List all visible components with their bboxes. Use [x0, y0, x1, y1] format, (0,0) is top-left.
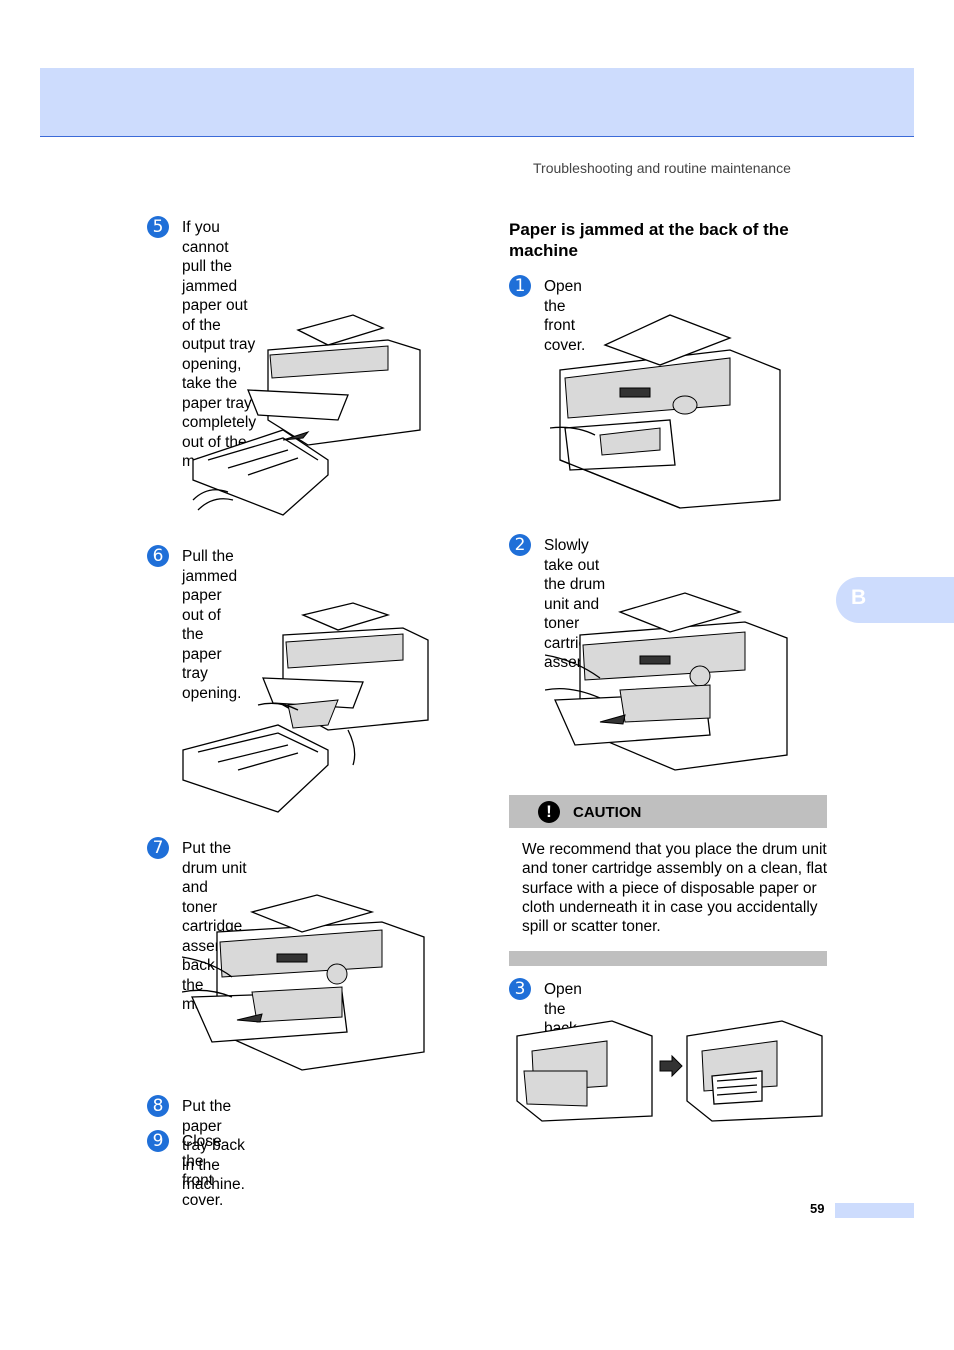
step-text: Put the paper tray back in the machine. [182, 1098, 245, 1193]
caution-bar: ! CAUTION [509, 795, 827, 828]
section-title: Paper is jammed at the back of the machi… [509, 220, 789, 260]
pull-jammed-paper-illustration [182, 602, 429, 813]
step-number-badge: 3 [509, 978, 531, 1000]
step-text: If you cannot pull the jammed paper out … [182, 219, 257, 470]
page-number: 59 [810, 1201, 825, 1216]
remove-drum-unit-illustration [545, 592, 788, 771]
header-band [40, 68, 914, 137]
step-number-badge: 2 [509, 534, 531, 556]
caution-text: We recommend that you place the drum uni… [522, 841, 828, 936]
step-number-badge: 9 [147, 1130, 169, 1152]
chapter-tab-label: B [851, 586, 867, 609]
caution-end-bar [509, 951, 827, 966]
step-text: Open the front cover. [544, 278, 586, 354]
arrow-right-icon [659, 1054, 683, 1078]
running-head: Troubleshooting and routine maintenance [533, 160, 791, 176]
caution-label: CAUTION [573, 804, 642, 821]
open-back-cover-illustration [516, 1020, 823, 1122]
insert-drum-unit-illustration [182, 894, 425, 1071]
step-text: Close the front cover. [182, 1133, 224, 1209]
step-number-badge: 5 [147, 216, 169, 238]
step-number-badge: 8 [147, 1095, 169, 1117]
step-number-badge: 7 [147, 837, 169, 859]
step-text: Pull the jammed paper out of the paper t… [182, 548, 242, 702]
step-number-badge: 6 [147, 545, 169, 567]
open-front-cover-illustration [550, 314, 781, 509]
chapter-tab: B [836, 577, 954, 623]
step-number-badge: 1 [509, 275, 531, 297]
page-tab [835, 1203, 914, 1218]
printer-tray-removed-illustration [192, 314, 421, 516]
exclamation-icon: ! [538, 801, 560, 823]
